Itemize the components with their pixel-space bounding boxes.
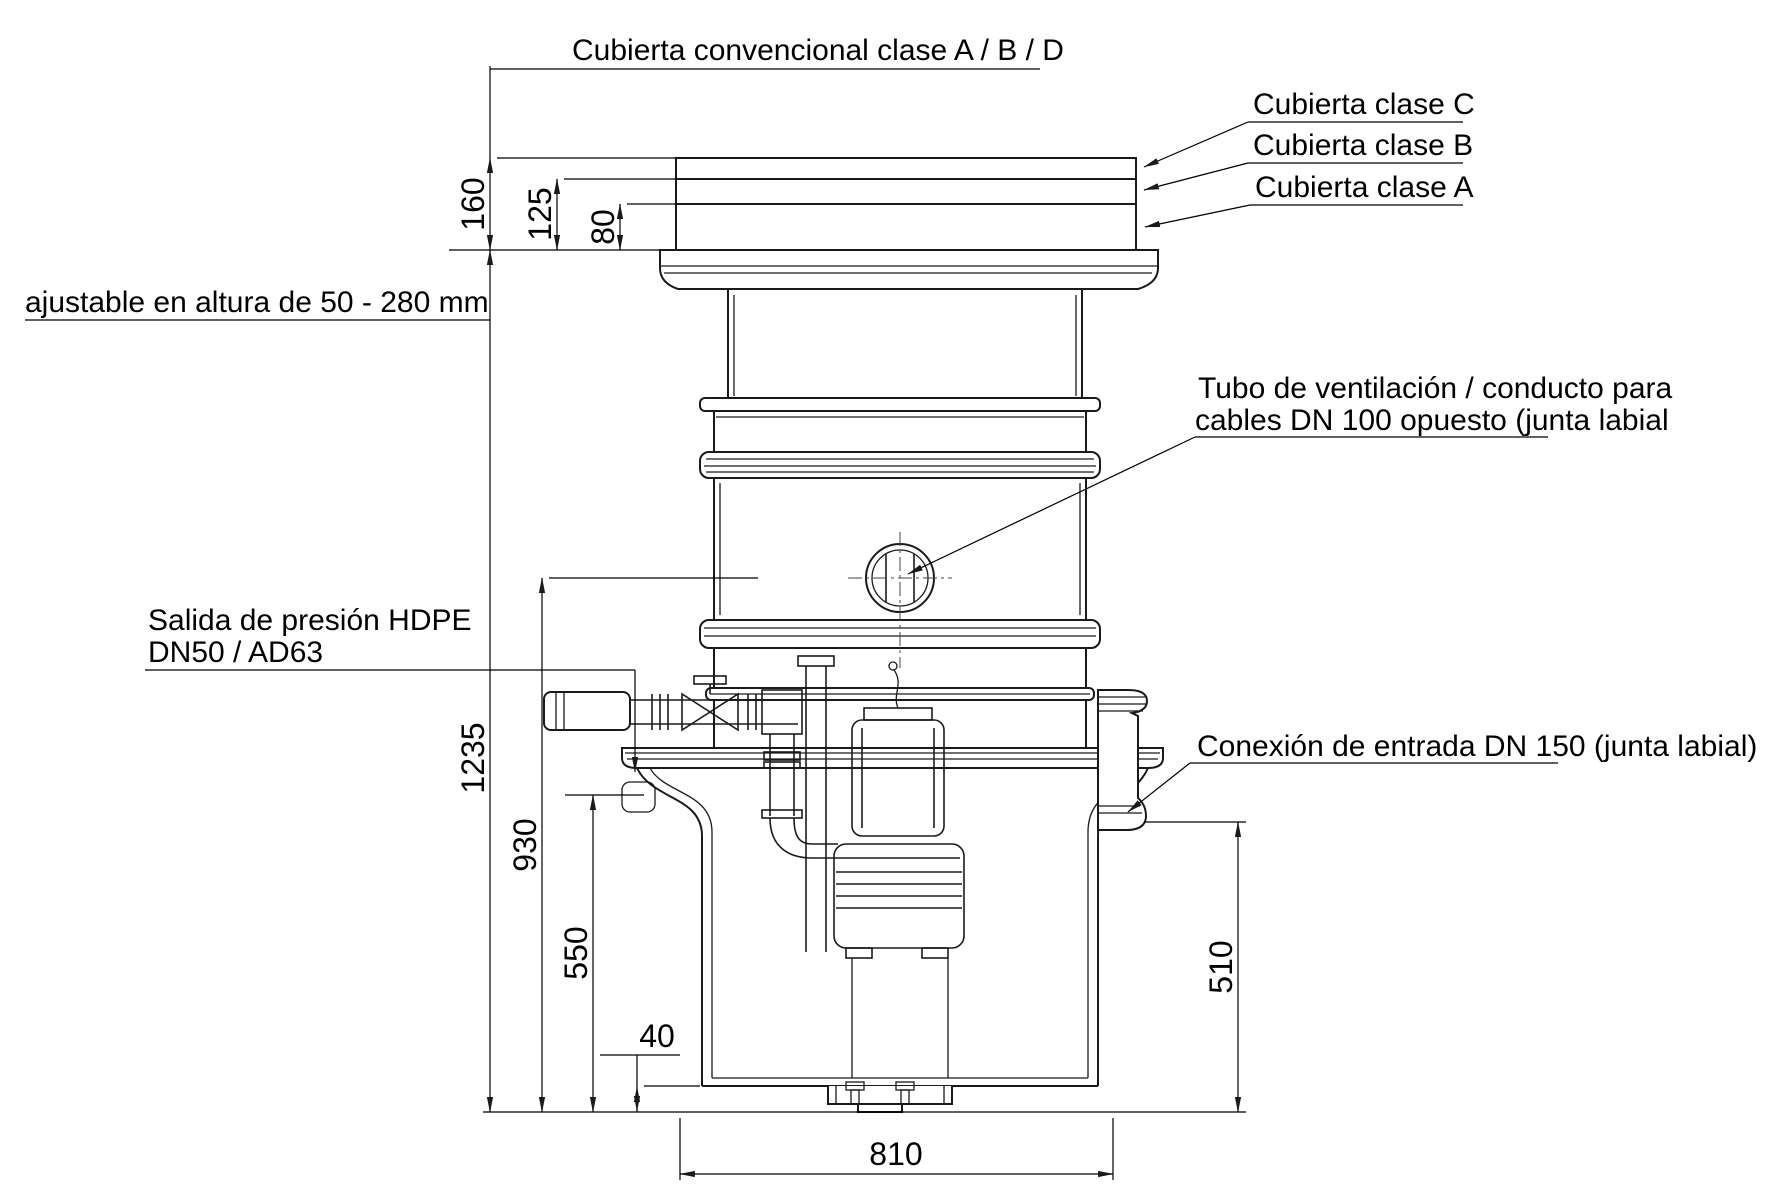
label-cover-class-a: Cubierta clase A <box>1255 171 1473 204</box>
dimension-510: 510 <box>1203 940 1239 993</box>
cover-support-flange <box>659 249 1159 290</box>
anchor-bolt <box>845 1081 865 1105</box>
leader-inlet <box>1127 762 1191 813</box>
leader-cover-class-a <box>1144 204 1251 228</box>
label-inlet-connection: Conexión de entrada DN 150 (junta labial… <box>1197 730 1757 763</box>
dimension-930: 930 <box>507 818 543 871</box>
shaft-ring-lower <box>713 647 1087 691</box>
dimension-125: 125 <box>522 187 558 240</box>
dimension-system: 160 125 80 1235 930 550 510 40 810 <box>449 66 1246 1180</box>
dimension-810: 810 <box>869 1136 922 1172</box>
vessel-outline <box>543 157 1164 1113</box>
guide-pipe <box>797 655 835 952</box>
tank-shoulder <box>621 747 1164 769</box>
lip-seal-upper <box>699 451 1101 479</box>
label-cover-conventional: Cubierta convencional clase A / B / D <box>572 34 1064 67</box>
label-pressure-outlet-line1: Salida de presión HDPE <box>148 604 472 637</box>
pump-body <box>833 843 965 1078</box>
label-vent-line2: cables DN 100 opuesto (junta labial <box>1195 404 1669 437</box>
tank-body <box>636 767 1149 1086</box>
leader-cover-class-b <box>1143 162 1249 191</box>
telescopic-riser <box>727 289 1083 398</box>
annotations: Cubierta convencional clase A / B / D Cu… <box>25 34 1757 813</box>
anchor-bolt <box>895 1081 915 1105</box>
label-pressure-outlet-line2: DN50 / AD63 <box>148 636 323 669</box>
vent-opening <box>848 532 952 668</box>
leader-vent <box>907 436 1196 575</box>
wall-bracket <box>621 781 656 813</box>
label-height-adjustable: ajustable en altura de 50 - 280 mm <box>25 286 489 319</box>
dimension-1235: 1235 <box>455 722 491 793</box>
label-cover-class-c: Cubierta clase C <box>1253 88 1475 121</box>
dimension-arrows <box>486 157 1242 1178</box>
dimension-160: 160 <box>455 177 491 230</box>
tank-floor <box>702 1077 1098 1113</box>
dimension-80: 80 <box>585 209 621 245</box>
discharge-pipe-valve <box>630 675 803 735</box>
label-cover-class-b: Cubierta clase B <box>1253 129 1473 162</box>
dimension-40: 40 <box>639 1018 675 1054</box>
tank-internals <box>630 532 965 1078</box>
drop-pipe-elbow <box>761 734 838 859</box>
pressure-outlet-stub <box>543 691 631 731</box>
label-vent-line1: Tubo de ventilación / conducto para <box>1198 372 1673 405</box>
cover-stack <box>675 157 1137 251</box>
riser-seat-flange <box>699 397 1101 412</box>
pump-motor <box>851 661 945 837</box>
shaft-ring-upper <box>713 410 1087 453</box>
leader-cover-class-c <box>1143 121 1249 168</box>
dimension-550: 550 <box>558 926 594 979</box>
